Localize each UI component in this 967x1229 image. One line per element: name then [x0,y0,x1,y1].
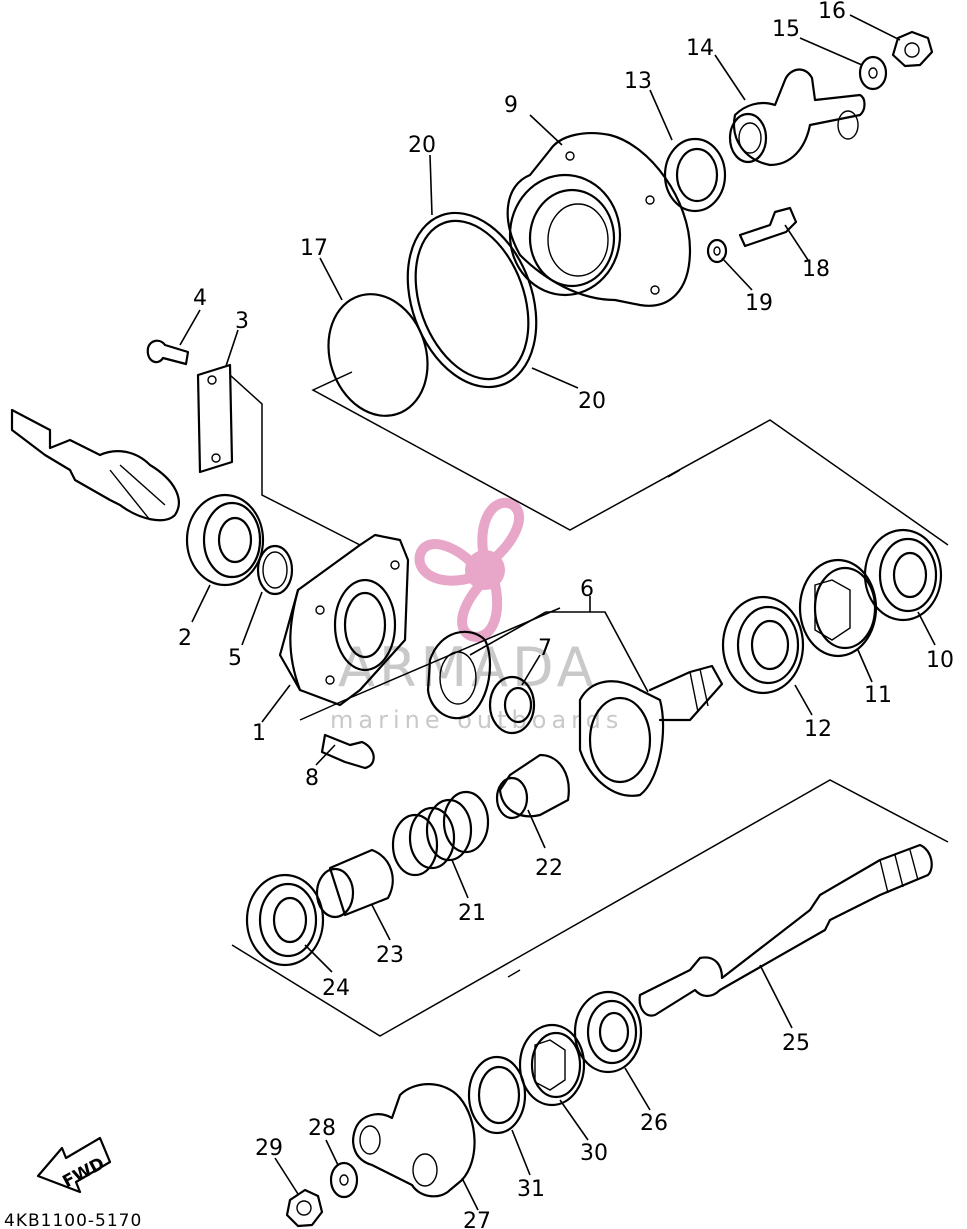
callout-11: 11 [864,683,892,708]
callout-9: 9 [504,93,518,118]
callout-15: 15 [772,17,800,42]
part-24-bearing [245,873,325,967]
part-13-seal [663,137,727,213]
callout-31: 31 [517,1177,545,1202]
callout-17: 17 [300,236,328,261]
part-5-oring [256,544,294,596]
fwd-label: FWD [59,1154,108,1193]
callout-5: 5 [228,646,242,671]
part-8-bolt [320,733,375,770]
callout-25: 25 [782,1031,810,1056]
callout-28: 28 [308,1116,336,1141]
callout-1: 1 [252,721,266,746]
fwd-arrow-icon: FWD [36,1136,112,1194]
part-25-drive-shaft [638,843,933,1017]
part-22-sleeve [495,753,570,820]
callout-22: 22 [535,856,563,881]
callout-27: 27 [463,1209,491,1229]
callout-8: 8 [305,766,319,791]
part-21-spring [391,790,490,877]
callout-30: 30 [580,1141,608,1166]
callout-21: 21 [458,901,486,926]
callout-23: 23 [376,943,404,968]
callout-20-lower: 20 [578,389,606,414]
callout-2: 2 [178,626,192,651]
callout-14: 14 [686,36,714,61]
callout-16: 16 [818,0,846,24]
part-16-nut [891,30,934,68]
part-26-bearing [573,990,643,1074]
part-14-yoke [728,68,866,167]
diagram-code: 4KB1100-5170 [4,1211,142,1229]
part-7-nut [488,675,536,735]
callout-6: 6 [580,577,594,602]
part-3-plate [196,363,234,474]
callout-20-upper: 20 [408,133,436,158]
part-15-washer [858,55,888,91]
part-18-bolt [738,206,798,248]
part-23-collar [315,848,394,919]
propeller-icon [414,498,524,642]
part-1-housing [278,533,410,707]
leader-lines [179,14,936,1211]
part-29-nut [285,1188,324,1228]
part-12-bearing [721,595,805,695]
part-6-bevel-gear [578,664,724,797]
callout-26: 26 [640,1111,668,1136]
callout-24: 24 [322,976,350,1001]
part-27-yoke [352,1083,476,1198]
callout-3: 3 [235,309,249,334]
part-30-ring-nut [518,1023,586,1107]
callout-10: 10 [926,648,954,673]
part-9-bearing-housing [506,132,692,307]
part-31-seal [467,1055,527,1135]
callout-7: 7 [538,636,552,661]
part-11-ring-nut [798,558,878,658]
callout-19: 19 [745,291,773,316]
part-2-bearing [185,493,265,587]
part-20-shim [406,211,538,389]
assembly-lines [229,371,949,1037]
pinion-gear [426,630,492,720]
callout-13: 13 [624,69,652,94]
callout-18: 18 [802,257,830,282]
part-28-washer [329,1161,359,1199]
input-shaft [10,408,180,522]
callout-12: 12 [804,717,832,742]
callouts: 1 2 3 4 5 6 7 8 9 10 11 12 13 14 15 16 1… [178,0,954,1229]
part-19-washer [706,238,728,264]
part-17-gasket [327,293,429,417]
callout-29: 29 [255,1136,283,1161]
callout-4: 4 [193,286,207,311]
part-4-screw [146,339,190,366]
